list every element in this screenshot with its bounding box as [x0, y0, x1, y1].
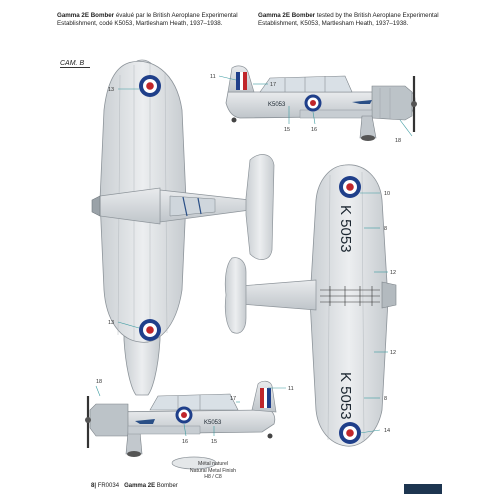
fuselage-registration-lower: K5053: [204, 420, 222, 426]
callout-12a: 12: [390, 270, 396, 276]
callout-15b: 15: [211, 439, 217, 445]
caption-english-text: tested by the British Aeroplane Experime…: [258, 12, 439, 27]
callout-17b: 17: [230, 396, 236, 402]
legend-line-1: Métal naturel: [198, 461, 228, 467]
legend-line-3: H8 / C8: [204, 474, 222, 481]
callout-10: 10: [384, 191, 390, 197]
footer-title: Gamma 2E: [124, 483, 156, 489]
side-view-lower-aircraft: K5053 18 11 17 16 15: [85, 379, 294, 457]
caption-french: Gamma 2E Bomber évalué par le British Ae…: [57, 12, 247, 28]
fuselage-registration-upper: K5053: [268, 102, 286, 108]
footer-code: FR0034: [97, 483, 120, 489]
footer-page: 8|: [91, 483, 97, 489]
callout-17a: 17: [270, 82, 276, 88]
top-view-aircraft: 13 13: [91, 59, 275, 396]
legend-line-2: Natural Metal Finish: [189, 467, 237, 474]
callout-14: 14: [384, 428, 390, 434]
underwing-registration-lower: K 5053: [337, 372, 354, 420]
callout-11b: 11: [288, 386, 294, 392]
callout-16a: 16: [311, 127, 317, 133]
caption-english: Gamma 2E Bomber tested by the British Ae…: [258, 12, 448, 28]
callout-8a: 8: [384, 226, 387, 232]
caption-english-model: Gamma 2E Bomber: [258, 12, 316, 19]
callout-16b: 16: [182, 439, 188, 445]
camo-scheme-label: CAM. B: [60, 60, 91, 68]
caption-french-text: évalué par le British Aeroplane Experime…: [57, 12, 238, 27]
underside-view-aircraft: K 5053 K 5053 10 8 12 12 8 14: [224, 164, 397, 447]
footer-subtitle: Bomber: [156, 483, 178, 489]
footer: 8| FR0034 Gamma 2E Bomber: [91, 483, 178, 489]
legend-metal-swatch: [171, 456, 217, 470]
callout-11a: 11: [210, 74, 216, 80]
callout-15a: 15: [284, 127, 290, 133]
callout-13a: 13: [108, 87, 114, 93]
callout-18a: 18: [395, 138, 401, 144]
legend: Métal naturel Natural Metal Finish H8 / …: [183, 461, 243, 481]
callout-18b: 18: [96, 379, 102, 385]
callout-13b: 13: [108, 320, 114, 326]
caption-french-model: Gamma 2E Bomber: [57, 12, 115, 19]
side-view-upper-aircraft: K5053 11 17 15 16 18: [210, 65, 417, 144]
callout-12b: 12: [390, 350, 396, 356]
underwing-registration-upper: K 5053: [337, 205, 354, 253]
callout-8b: 8: [384, 396, 387, 402]
publisher-logo: [404, 484, 442, 494]
